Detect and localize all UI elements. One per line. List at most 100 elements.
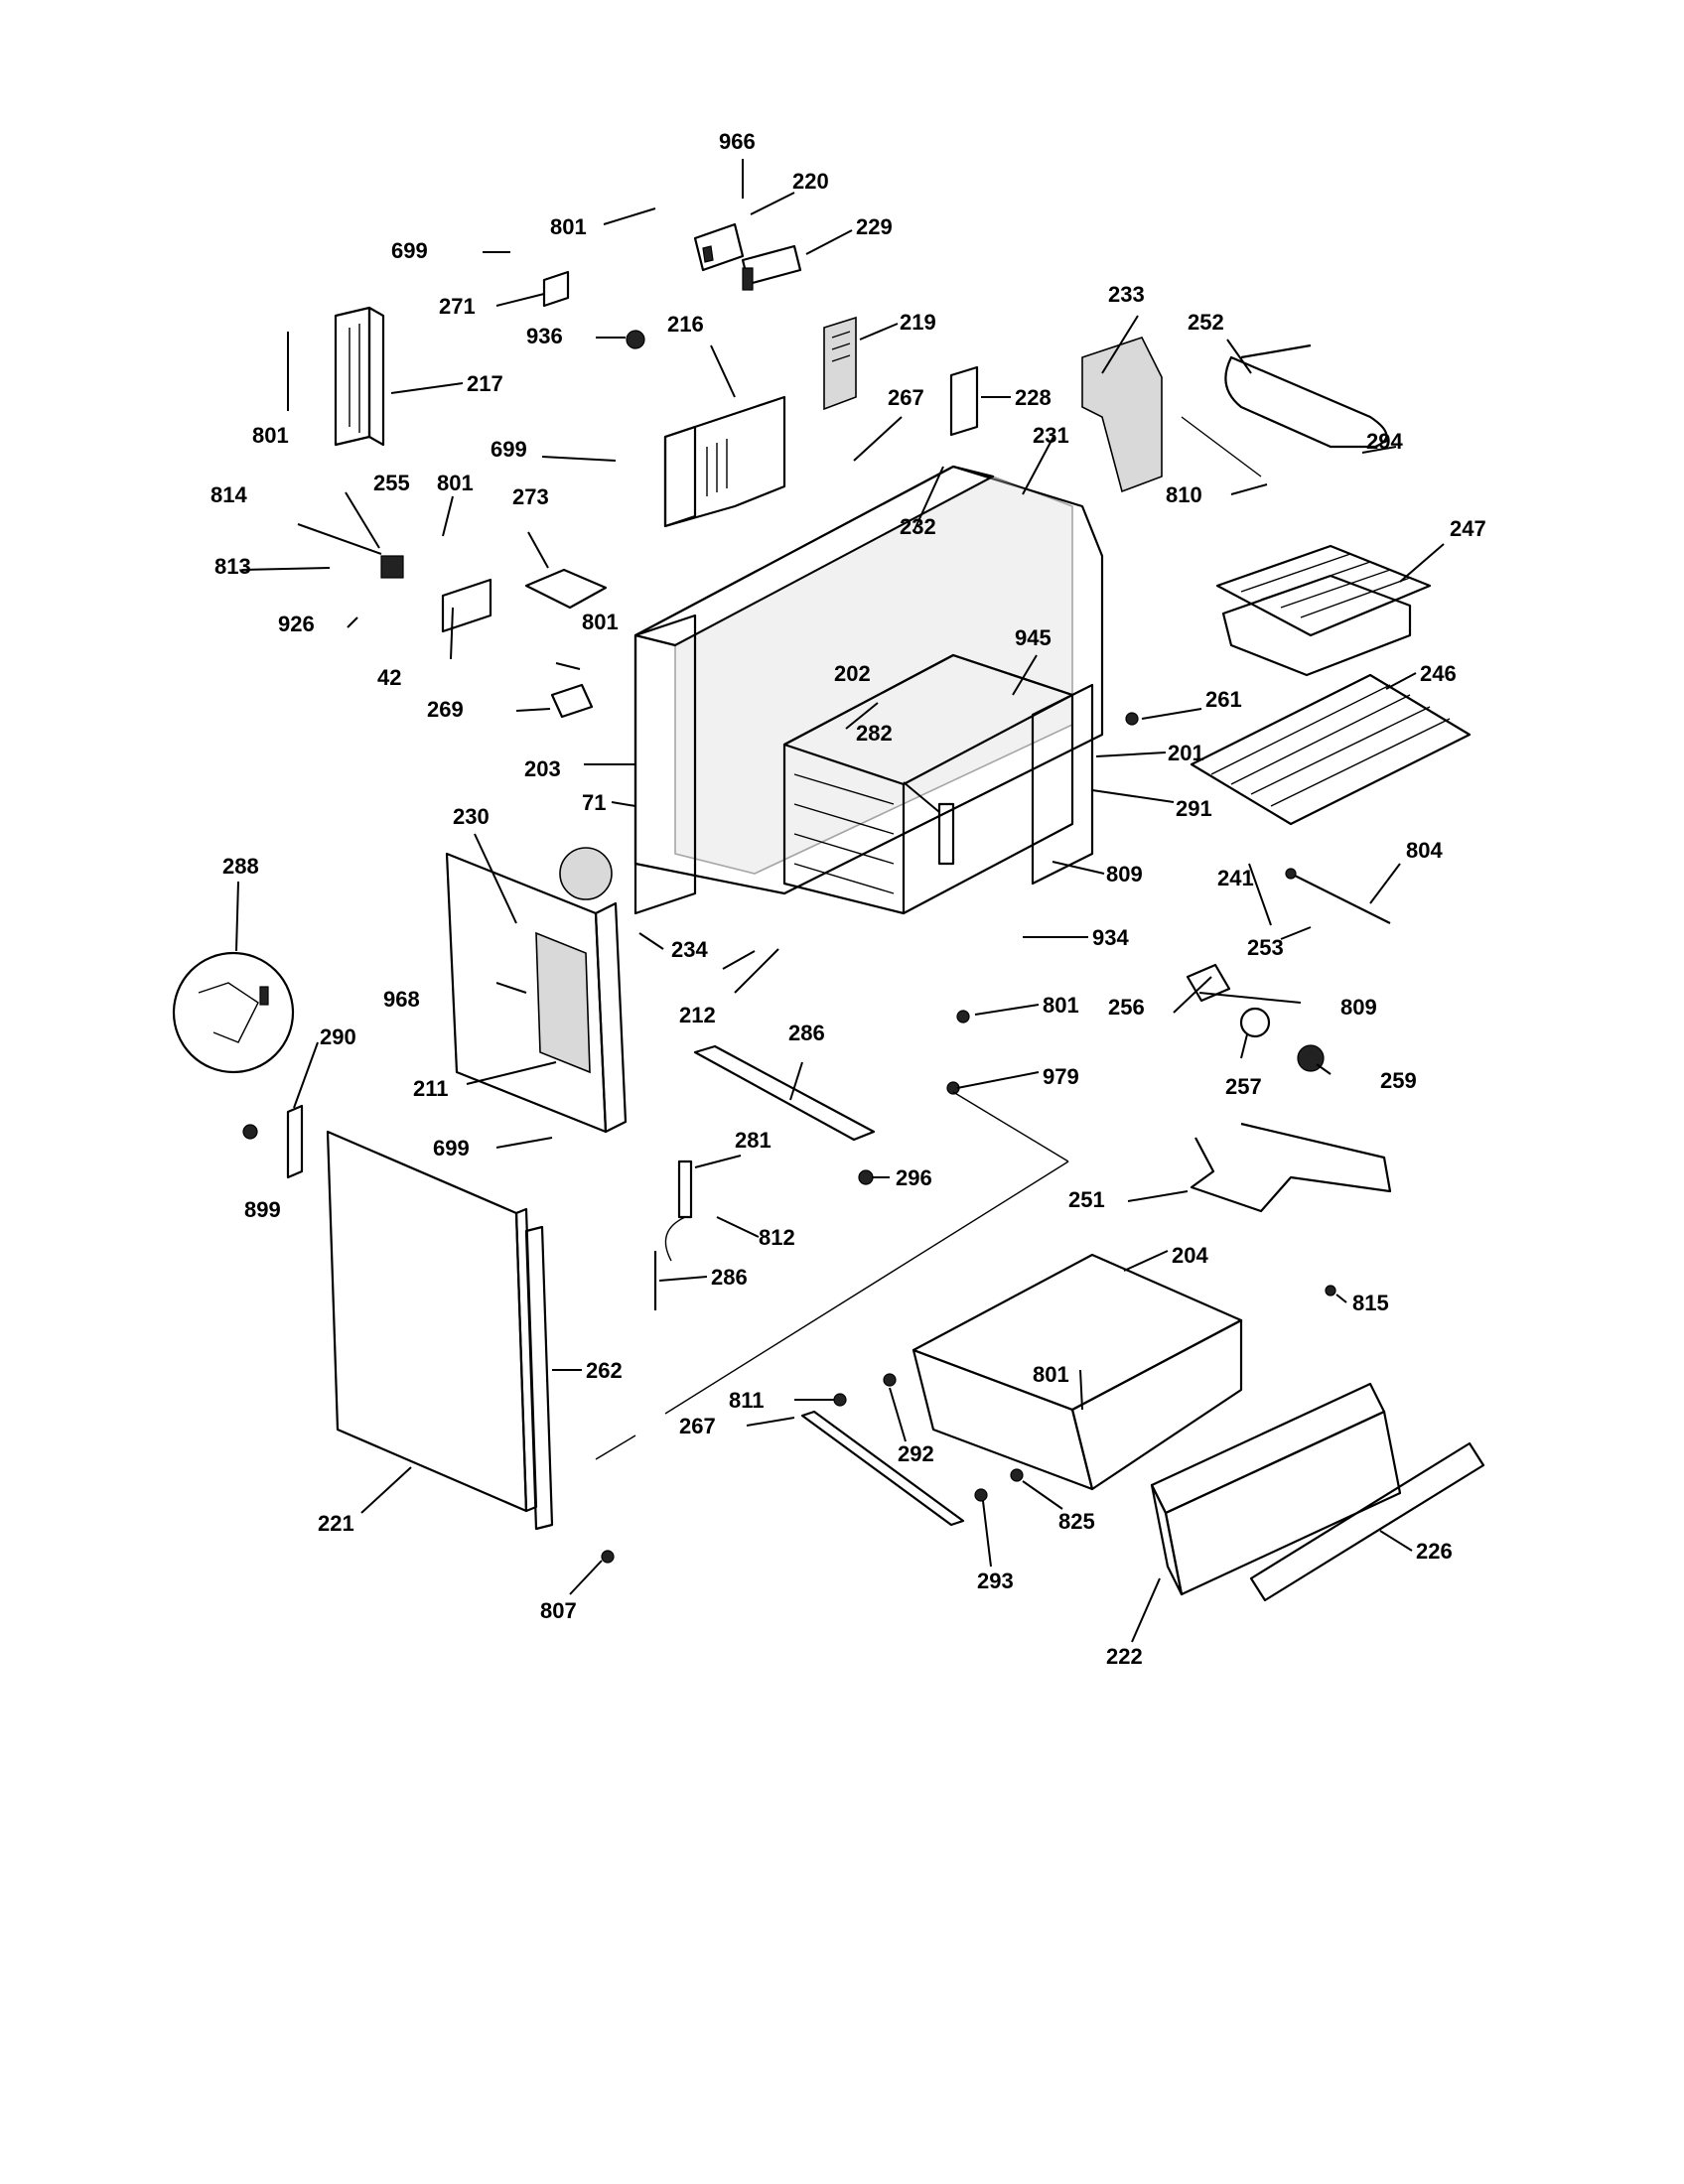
callout-814: 814 [210, 482, 247, 507]
callout-966: 966 [719, 129, 756, 154]
callout-229: 229 [856, 214, 893, 239]
callout-233: 233 [1108, 282, 1145, 307]
part-899-screw [242, 1124, 258, 1140]
part-296-screw [858, 1169, 874, 1185]
callout-290: 290 [320, 1024, 356, 1049]
part-233-duct [1081, 337, 1163, 493]
callout-293: 293 [977, 1569, 1014, 1593]
callout-273: 273 [512, 484, 549, 509]
callout-810: 810 [1166, 482, 1202, 507]
part-42-plate [441, 578, 492, 633]
part-271-clip [542, 270, 570, 308]
callout-261: 261 [1205, 687, 1242, 712]
callout-246: 246 [1420, 661, 1457, 686]
callout-247: 247 [1450, 516, 1486, 541]
callout-282: 282 [856, 721, 893, 746]
callout-968: 968 [383, 987, 420, 1012]
callout-203: 203 [524, 756, 561, 781]
callout-221: 221 [318, 1511, 354, 1536]
part-217-side-bracket [334, 306, 385, 447]
leader-lines [235, 159, 1445, 1643]
callout-257: 257 [1225, 1074, 1262, 1099]
part-255-switch [380, 555, 404, 579]
callout-286: 286 [788, 1021, 825, 1045]
part-221-oven-door [326, 1130, 538, 1513]
callout-809-b: 809 [1340, 995, 1377, 1020]
callout-267-a: 267 [888, 385, 924, 410]
callout-899: 899 [244, 1197, 281, 1222]
part-228-plate [949, 365, 979, 437]
part-267-rail [800, 1410, 965, 1527]
callout-228: 228 [1015, 385, 1052, 410]
callout-234: 234 [671, 937, 708, 962]
part-811-screw [833, 1393, 847, 1407]
part-261-screw [1125, 712, 1139, 726]
part-220-bracket [693, 222, 745, 272]
callout-216: 216 [667, 312, 704, 337]
callout-807: 807 [540, 1598, 577, 1623]
callout-801-d: 801 [582, 610, 619, 634]
callout-699-b: 699 [491, 437, 527, 462]
callout-804: 804 [1406, 838, 1443, 863]
part-292-clip [883, 1373, 897, 1387]
part-286-element-bar [693, 1044, 876, 1142]
callout-202: 202 [834, 661, 871, 686]
callout-801-e: 801 [1043, 993, 1079, 1018]
callout-296: 296 [896, 1165, 932, 1190]
callout-42: 42 [377, 665, 401, 690]
part-201-front-frame [1031, 683, 1094, 886]
callout-241: 241 [1217, 866, 1254, 890]
part-246-broiler-pan [1221, 574, 1412, 677]
callout-281: 281 [735, 1128, 772, 1153]
callout-812: 812 [759, 1225, 795, 1250]
callout-699-a: 699 [391, 238, 428, 263]
guide-lines [595, 1091, 1069, 1460]
callout-979: 979 [1043, 1064, 1079, 1089]
callout-211: 211 [413, 1076, 449, 1101]
callout-204: 204 [1172, 1243, 1208, 1268]
callout-251: 251 [1068, 1187, 1105, 1212]
callout-815: 815 [1352, 1291, 1389, 1315]
part-251-element [1190, 1122, 1392, 1213]
part-222-drawer-front [1150, 1382, 1402, 1596]
callout-252: 252 [1188, 310, 1224, 335]
callout-231: 231 [1033, 423, 1069, 448]
callout-212: 212 [679, 1003, 716, 1027]
callout-217: 217 [467, 371, 503, 396]
part-273-bracket [524, 568, 608, 610]
callout-934: 934 [1092, 925, 1129, 950]
callout-267-b: 267 [679, 1414, 716, 1438]
callout-825: 825 [1058, 1509, 1095, 1534]
part-241-oven-rack [1190, 673, 1472, 826]
callout-269: 269 [427, 697, 464, 722]
callout-801-a: 801 [550, 214, 587, 239]
part-807-screw [601, 1550, 615, 1564]
callout-262: 262 [586, 1358, 623, 1383]
callout-813: 813 [214, 554, 251, 579]
part-282-sensor [937, 802, 955, 866]
part-203-side-panel [633, 614, 697, 915]
callout-259: 259 [1380, 1068, 1417, 1093]
callout-926: 926 [278, 612, 315, 636]
callout-256: 256 [1108, 995, 1145, 1020]
callout-292: 292 [898, 1441, 934, 1466]
part-204-drawer [912, 1253, 1243, 1491]
callout-288: 288 [222, 854, 259, 879]
callout-219: 219 [900, 310, 936, 335]
part-211-door-inner [445, 852, 628, 1134]
callout-232: 232 [900, 514, 936, 539]
callout-220: 220 [792, 169, 829, 194]
callout-230: 230 [453, 804, 490, 829]
callout-801-b: 801 [252, 423, 289, 448]
callout-253: 253 [1247, 935, 1284, 960]
part-815-screw [1325, 1285, 1336, 1297]
callout-271: 271 [439, 294, 476, 319]
callout-71: 71 [582, 790, 606, 815]
part-247-broiler-grid [1215, 544, 1432, 637]
callout-226: 226 [1416, 1539, 1453, 1564]
callout-222: 222 [1106, 1644, 1143, 1669]
part-288-wiring-inset [172, 951, 295, 1074]
callout-936: 936 [526, 324, 563, 348]
part-252-bake-element [1224, 343, 1388, 449]
